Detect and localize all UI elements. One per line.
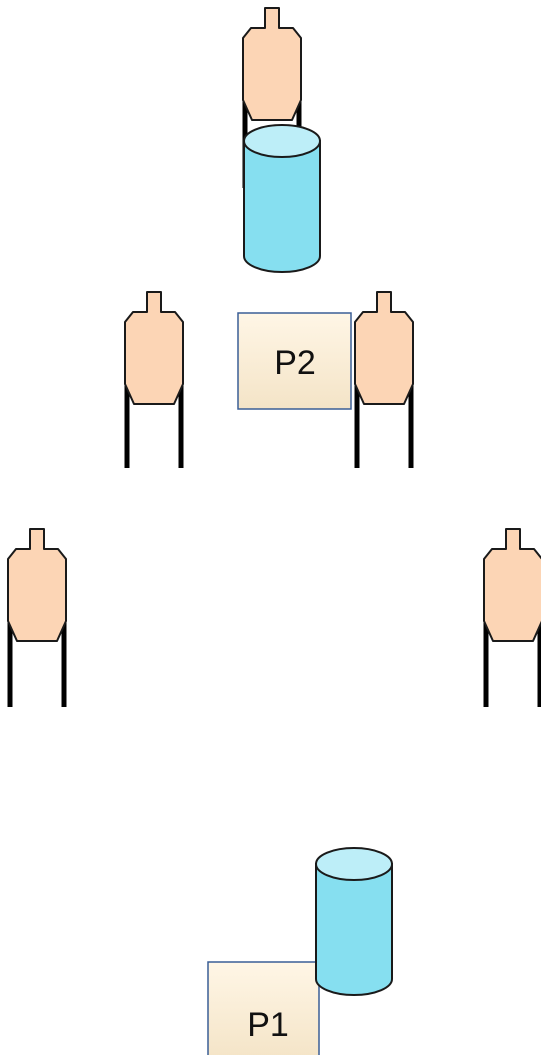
barrel-icon	[315, 847, 393, 996]
position-label-p2: P2	[274, 344, 316, 382]
barrel-icon	[243, 124, 321, 273]
target-icon	[7, 528, 67, 707]
target-icon	[483, 528, 541, 707]
target-middle-right	[354, 291, 414, 468]
target-lower-left	[7, 528, 67, 707]
target-lower-right	[483, 528, 541, 707]
target-icon	[354, 291, 414, 468]
position-box-p2: P2	[237, 312, 352, 410]
target-middle-left	[124, 291, 184, 468]
position-label-p1: P1	[247, 1006, 289, 1044]
barrel-bottom	[315, 847, 393, 996]
position-box-p1: P1	[207, 961, 320, 1055]
target-icon	[124, 291, 184, 468]
barrel-top	[243, 124, 321, 273]
